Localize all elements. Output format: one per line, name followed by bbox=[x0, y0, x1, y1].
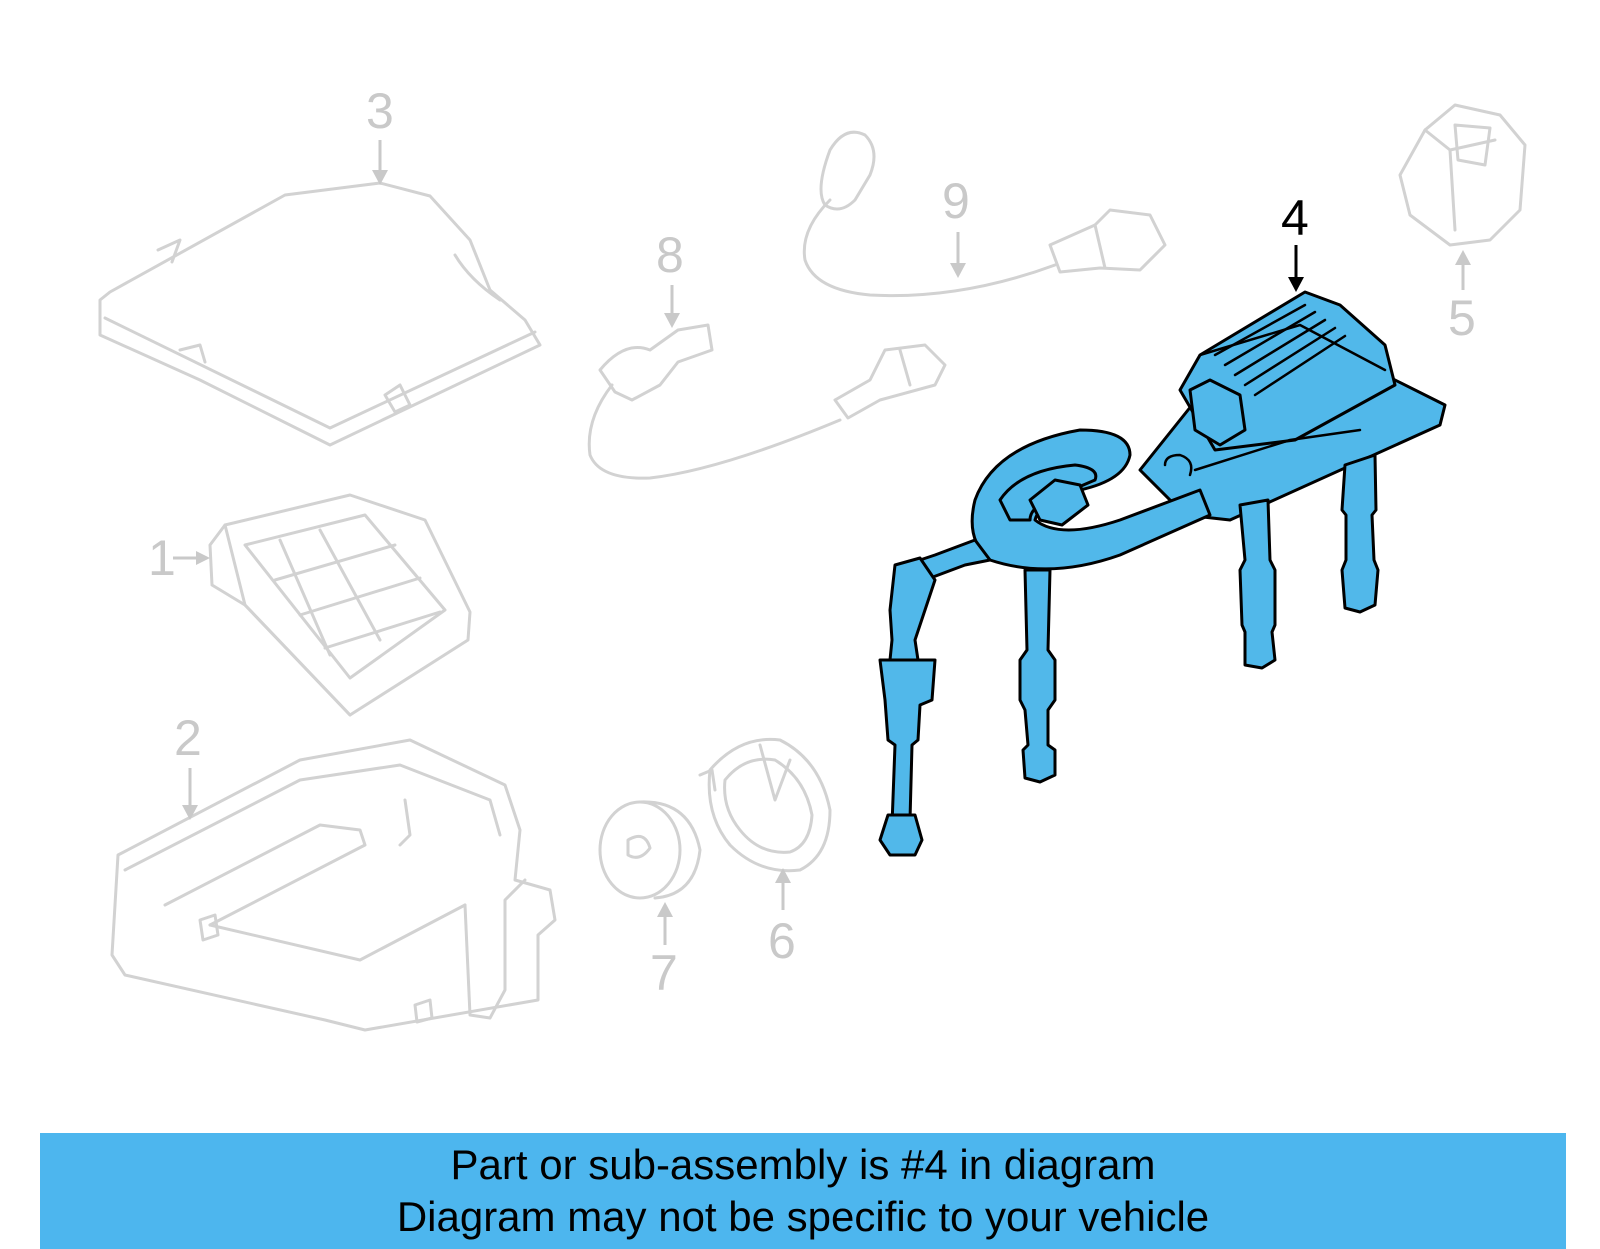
part-1-module[interactable] bbox=[208, 493, 472, 717]
callout-2: 2 bbox=[174, 710, 202, 766]
callout-5: 5 bbox=[1448, 290, 1476, 346]
part-7-bushing[interactable] bbox=[598, 800, 702, 900]
callout-1: 1 bbox=[148, 530, 176, 586]
arrow-8 bbox=[664, 285, 680, 328]
part-5-relay[interactable] bbox=[1398, 103, 1527, 247]
arrow-3 bbox=[372, 140, 388, 185]
arrow-4 bbox=[1288, 245, 1304, 292]
arrow-1 bbox=[173, 551, 210, 565]
callout-7: 7 bbox=[650, 945, 678, 1001]
arrow-7 bbox=[657, 902, 673, 945]
callout-4: 4 bbox=[1281, 190, 1309, 246]
callout-6: 6 bbox=[768, 913, 796, 969]
part-6-clamp[interactable] bbox=[698, 737, 832, 873]
callout-3: 3 bbox=[366, 83, 394, 139]
part-3-cover[interactable] bbox=[98, 181, 542, 447]
banner-line-2: Diagram may not be specific to your vehi… bbox=[396, 1193, 1210, 1240]
callout-9: 9 bbox=[942, 173, 970, 229]
arrow-9 bbox=[950, 232, 966, 278]
info-banner: Part or sub-assembly is #4 in diagram Di… bbox=[40, 1133, 1566, 1249]
part-9-sensor[interactable] bbox=[802, 130, 1167, 298]
arrow-6 bbox=[775, 868, 791, 910]
arrow-2 bbox=[182, 768, 198, 820]
callout-8: 8 bbox=[656, 227, 684, 283]
banner-line-1: Part or sub-assembly is #4 in diagram bbox=[450, 1141, 1156, 1188]
arrow-5 bbox=[1455, 250, 1471, 290]
part-4-ignition-coil[interactable] bbox=[878, 290, 1447, 857]
part-8-sensor[interactable] bbox=[587, 323, 947, 480]
part-2-tray[interactable] bbox=[110, 738, 557, 1032]
